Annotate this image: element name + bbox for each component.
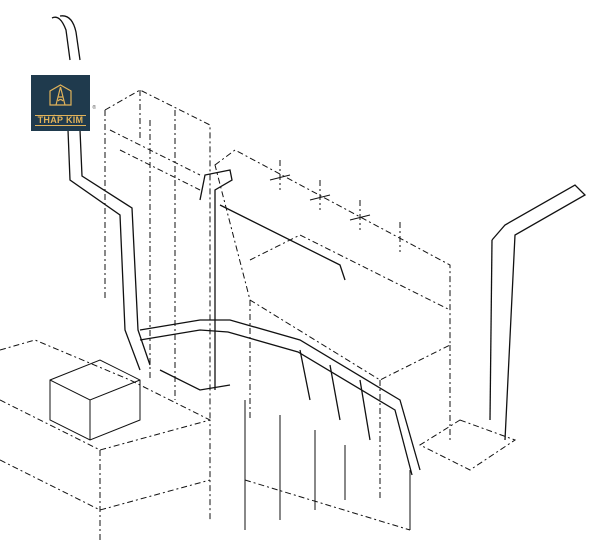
central-tower (104, 89, 211, 420)
dust-collector-housing (214, 149, 451, 500)
registered-mark: ® (92, 105, 96, 111)
logo-text: THÁP KIM (35, 115, 86, 126)
right-exhaust-stack (418, 184, 587, 471)
left-platform (0, 339, 211, 540)
support-legs (244, 400, 411, 531)
eiffel-tower-icon (49, 84, 72, 106)
duct-network (139, 169, 421, 476)
left-exhaust-stack (51, 15, 151, 371)
thap-kim-logo: THÁP KIM ® (31, 75, 96, 131)
